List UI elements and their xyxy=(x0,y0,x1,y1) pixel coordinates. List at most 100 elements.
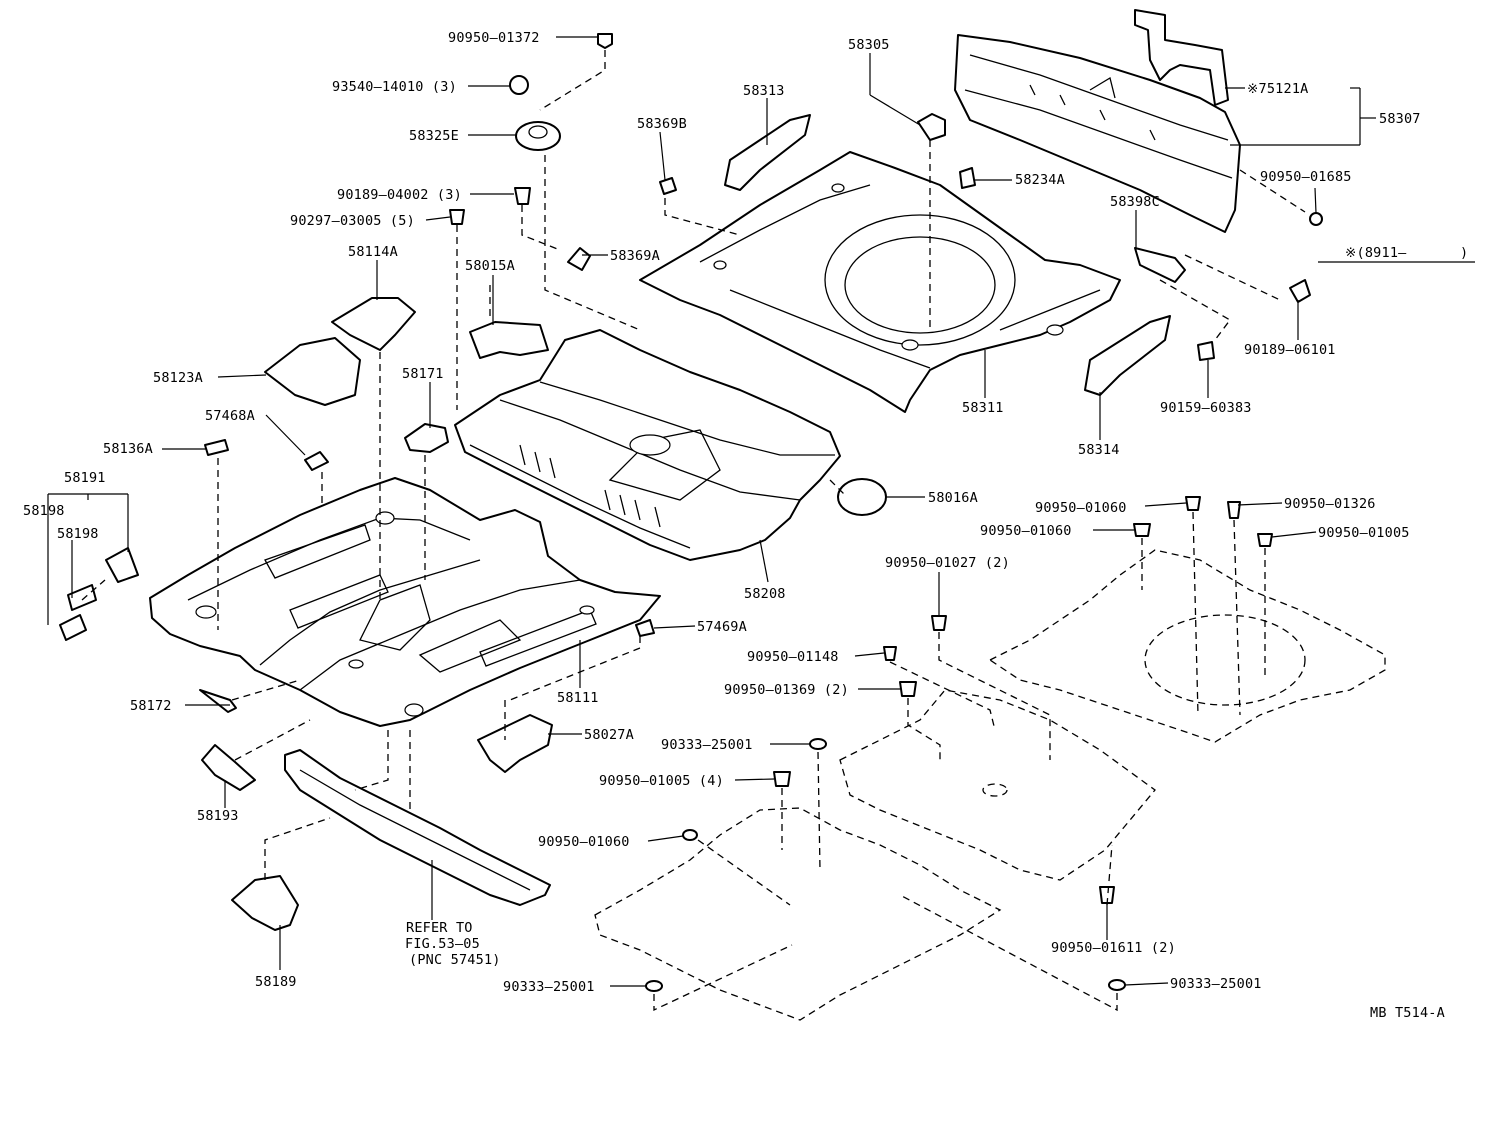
plug-90950-01326 xyxy=(1227,501,1241,519)
bracket-58398C xyxy=(1134,247,1186,283)
crossmember-57451 xyxy=(284,749,551,906)
clip-90189-06101 xyxy=(1289,279,1311,303)
plug-90950-01685 xyxy=(1309,212,1323,226)
silencer-pad-front xyxy=(594,807,1002,1021)
label-90950-01060-a: 90950–01060 xyxy=(1035,500,1127,516)
clip-58369B xyxy=(659,177,677,195)
label-58198-a: 58198 xyxy=(23,503,65,519)
clip-57468A xyxy=(304,451,329,471)
label-58114A: 58114A xyxy=(348,244,398,260)
label-58172: 58172 xyxy=(130,698,172,714)
label-58111: 58111 xyxy=(557,690,599,706)
label-58027A: 58027A xyxy=(584,727,634,743)
bracket-58114A xyxy=(331,297,416,351)
clip-57469A xyxy=(635,619,655,637)
plug-90333-25001-b xyxy=(645,980,663,992)
silencer-pad-center xyxy=(839,689,1156,881)
label-57468A: 57468A xyxy=(205,408,255,424)
plug-90333-25001-c xyxy=(1108,979,1126,991)
bracket-58172 xyxy=(199,689,237,713)
label-58193: 58193 xyxy=(197,808,239,824)
label-header-mark-close: ) xyxy=(1460,245,1468,261)
clip-58369A xyxy=(567,247,591,271)
pad-58171 xyxy=(404,423,449,453)
mount-58325E xyxy=(515,121,561,151)
plug-90950-01060-b xyxy=(1133,523,1151,537)
label-90950-01372: 90950–01372 xyxy=(448,30,540,46)
bolt-58198-lower xyxy=(59,614,87,641)
label-58369A: 58369A xyxy=(610,248,660,264)
label-75121A: ※75121A xyxy=(1247,81,1308,97)
label-57469A: 57469A xyxy=(697,619,747,635)
label-90950-01005-b: 90950–01005 (4) xyxy=(599,773,724,789)
plug-90950-01611 xyxy=(1099,886,1115,904)
plug-90333-25001-a xyxy=(809,738,827,750)
label-58325E: 58325E xyxy=(409,128,459,144)
label-58198-b: 58198 xyxy=(57,526,99,542)
refer-to-line-1: REFER TO xyxy=(406,920,473,936)
label-90189-04002: 90189–04002 (3) xyxy=(337,187,462,203)
clip-58234A xyxy=(959,167,976,189)
label-58208: 58208 xyxy=(744,586,786,602)
nut-90297-03005 xyxy=(449,209,465,225)
label-header-mark: ※(8911— xyxy=(1345,245,1407,261)
label-58136A: 58136A xyxy=(103,441,153,457)
label-90189-06101: 90189–06101 xyxy=(1244,342,1336,358)
label-58307: 58307 xyxy=(1379,111,1421,127)
plug-90950-01005-b xyxy=(773,771,791,787)
label-90159-60383: 90159–60383 xyxy=(1160,400,1252,416)
label-58016A: 58016A xyxy=(928,490,978,506)
bracket-58314 xyxy=(1084,315,1171,396)
part-labels: 90950–01372 93540–14010 (3) 58325E 90189… xyxy=(23,30,1468,1021)
plug-90950-01148 xyxy=(883,646,897,661)
bracket-58193 xyxy=(201,744,256,791)
plug-90950-01005-a xyxy=(1257,533,1273,547)
label-90950-01685: 90950–01685 xyxy=(1260,169,1352,185)
bracket-58189 xyxy=(231,875,299,931)
label-58123A: 58123A xyxy=(153,370,203,386)
label-58398C: 58398C xyxy=(1110,194,1160,210)
refer-to-line-2: FIG.53–05 xyxy=(405,936,480,952)
label-58191: 58191 xyxy=(64,470,106,486)
label-90950-01611: 90950–01611 (2) xyxy=(1051,940,1176,956)
label-58313: 58313 xyxy=(743,83,785,99)
center-floor-pan-58208 xyxy=(454,329,841,561)
label-90333-25001-b: 90333–25001 xyxy=(503,979,595,995)
label-90297-03005: 90297–03005 (5) xyxy=(290,213,415,229)
label-58234A: 58234A xyxy=(1015,172,1065,188)
label-90950-01326: 90950–01326 xyxy=(1284,496,1376,512)
bracket-58123A xyxy=(264,337,361,406)
label-90950-01369: 90950–01369 (2) xyxy=(724,682,849,698)
assembly-lines xyxy=(81,50,1306,1012)
plug-90950-01060-a xyxy=(1185,496,1201,511)
bracket-58191 xyxy=(105,547,139,583)
plug-90950-01369 xyxy=(899,681,917,697)
label-58305: 58305 xyxy=(848,37,890,53)
label-58369B: 58369B xyxy=(637,116,687,132)
small-parts xyxy=(59,33,1323,992)
silencer-pad-rear xyxy=(988,549,1386,743)
label-58171: 58171 xyxy=(402,366,444,382)
drawing-code: MB T514-A xyxy=(1370,1005,1445,1021)
plug-90950-01372 xyxy=(597,33,613,49)
bracket-75121A xyxy=(1134,9,1229,106)
bracket-58305 xyxy=(917,113,946,141)
label-90333-25001-a: 90333–25001 xyxy=(661,737,753,753)
rear-floor-pan-58311 xyxy=(639,151,1121,413)
screw-90159-60383 xyxy=(1197,341,1215,361)
label-58314: 58314 xyxy=(1078,442,1120,458)
label-90950-01060-c: 90950–01060 xyxy=(538,834,630,850)
label-93540-14010: 93540–14010 (3) xyxy=(332,79,457,95)
label-58015A: 58015A xyxy=(465,258,515,274)
clip-58136A xyxy=(204,439,229,456)
plug-58016A xyxy=(837,478,887,516)
label-58311: 58311 xyxy=(962,400,1004,416)
label-58189: 58189 xyxy=(255,974,297,990)
label-90950-01027: 90950–01027 (2) xyxy=(885,555,1010,571)
leader-lines xyxy=(47,36,1475,987)
plug-90950-01027 xyxy=(931,615,947,631)
plug-90950-01060-c xyxy=(682,829,698,841)
label-90333-25001-c: 90333–25001 xyxy=(1170,976,1262,992)
